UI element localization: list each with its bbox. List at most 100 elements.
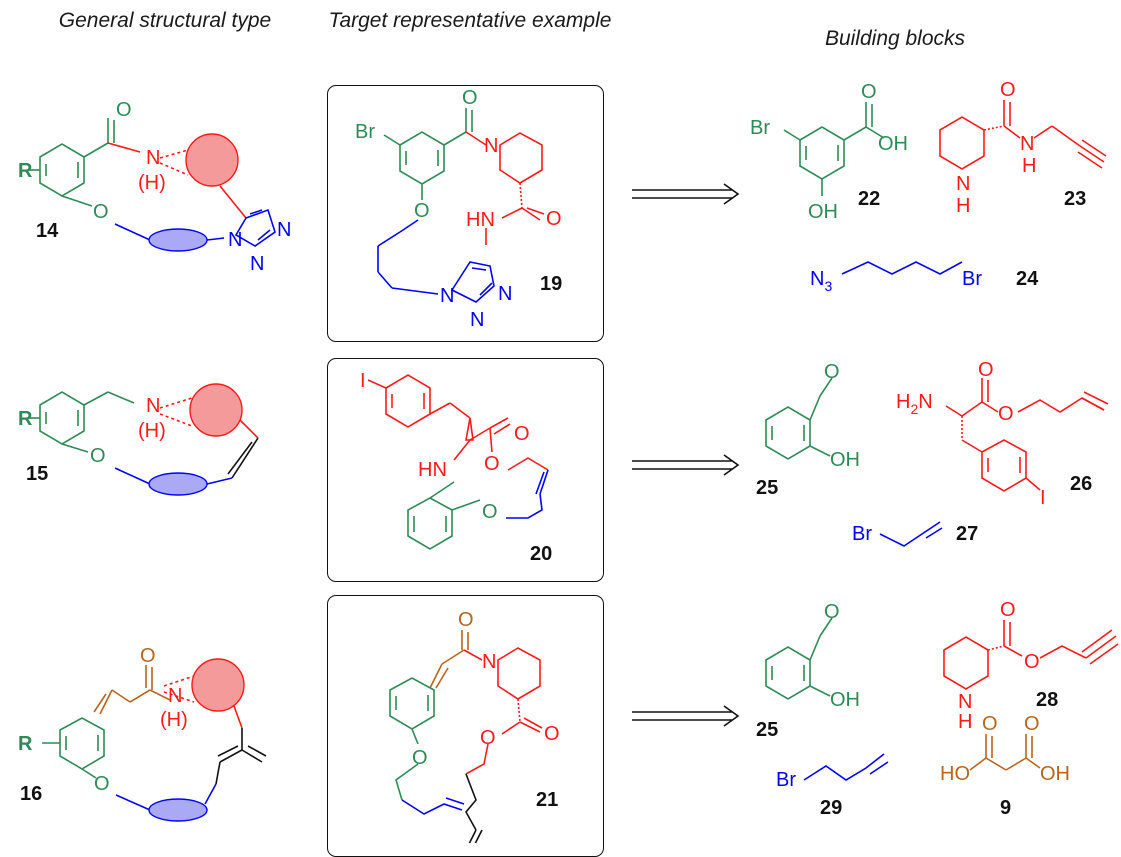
atom-O: O xyxy=(90,445,106,467)
atom-HN: HN xyxy=(466,209,495,231)
atom-OH: OH xyxy=(830,449,860,471)
compound-label-25: 25 xyxy=(756,719,778,741)
compound-label-21: 21 xyxy=(536,789,558,811)
atom-O: O xyxy=(140,645,156,667)
atom-N3: N3 xyxy=(810,268,832,294)
atom-O: O xyxy=(982,713,998,735)
atom-N: N xyxy=(440,285,454,307)
atom-O: O xyxy=(93,201,109,223)
atom-N: N xyxy=(250,253,264,275)
header-general-structural-type: General structural type xyxy=(58,9,272,32)
atom-NH-paren: (H) xyxy=(138,420,166,442)
atom-O: O xyxy=(978,359,994,381)
atom-OH: OH xyxy=(808,201,838,223)
atom-Br: Br xyxy=(852,523,872,545)
atom-O: O xyxy=(94,773,110,795)
general-structure-16: O N (H) R O 16 xyxy=(18,645,267,822)
atom-O: O xyxy=(482,501,498,523)
atom-N: N xyxy=(470,309,484,331)
atom-O: O xyxy=(412,747,428,769)
retrosynthesis-arrow-row1 xyxy=(632,183,740,205)
general-structure-15: R N (H) O 15 xyxy=(18,383,259,496)
target-structure-21: O N O O O 21 xyxy=(389,609,560,843)
building-block-29: Br 29 xyxy=(776,753,889,819)
compound-label-9: 9 xyxy=(1000,797,1011,819)
building-block-23: O N H N H 23 xyxy=(939,79,1107,217)
atom-O: O xyxy=(484,453,500,475)
atom-N: N xyxy=(956,173,970,195)
compound-label-16: 16 xyxy=(20,783,42,805)
header-building-blocks: Building blocks xyxy=(824,27,966,50)
compound-label-19: 19 xyxy=(540,273,562,295)
atom-Br: Br xyxy=(776,769,796,791)
atom-O: O xyxy=(514,423,530,445)
compound-label-14: 14 xyxy=(36,220,59,242)
atom-R: R xyxy=(18,733,33,755)
atom-Br: Br xyxy=(355,121,375,143)
atom-N: N xyxy=(277,219,291,241)
compound-label-22: 22 xyxy=(858,188,880,210)
atom-R: R xyxy=(18,160,33,182)
atom-H: H xyxy=(956,195,970,217)
atom-O: O xyxy=(462,87,478,109)
atom-I: I xyxy=(1040,487,1046,509)
general-structure-14: R O N (H) O N N N 14 xyxy=(18,99,291,275)
compound-label-23: 23 xyxy=(1064,188,1086,210)
compound-label-15: 15 xyxy=(26,463,48,485)
atom-N: N xyxy=(958,691,972,713)
building-block-24: N3 Br 24 xyxy=(810,261,1039,294)
building-block-26: H2N O O I 26 xyxy=(896,359,1109,509)
atom-Br: Br xyxy=(962,268,982,290)
atom-OH: OH xyxy=(1040,763,1070,785)
atom-N: N xyxy=(168,685,182,707)
compound-label-28: 28 xyxy=(1036,689,1058,711)
atom-OH: OH xyxy=(830,689,860,711)
atom-H: H xyxy=(1022,155,1036,177)
header-target-representative-example: Target representative example xyxy=(328,9,612,32)
target-structure-19: Br O N O O HN N N N 19 xyxy=(355,87,562,331)
atom-H: H xyxy=(958,711,972,733)
atom-O: O xyxy=(414,200,430,222)
atom-O: O xyxy=(861,81,877,103)
compound-label-25: 25 xyxy=(756,477,778,499)
atom-O: O xyxy=(544,723,560,745)
atom-O: O xyxy=(458,609,474,631)
atom-N: N xyxy=(482,651,496,673)
compound-label-29: 29 xyxy=(820,797,842,819)
atom-NH-paren: (H) xyxy=(138,172,166,194)
atom-O: O xyxy=(1024,651,1040,673)
building-block-25-row3: O OH 25 xyxy=(756,601,860,741)
atom-HO: HO xyxy=(940,763,970,785)
target-box-row2 xyxy=(327,358,604,582)
atom-O: O xyxy=(480,727,496,749)
atom-R: R xyxy=(18,408,33,430)
atom-NH-paren: (H) xyxy=(160,709,188,731)
retrosynthesis-arrow-row3 xyxy=(632,705,740,727)
atom-OH: OH xyxy=(878,133,908,155)
atom-N: N xyxy=(146,147,160,169)
atom-Br: Br xyxy=(750,117,770,139)
atom-O: O xyxy=(998,403,1014,425)
atom-O: O xyxy=(1000,599,1016,621)
atom-I: I xyxy=(360,370,366,392)
building-block-28: O O N H 28 xyxy=(943,599,1119,733)
atom-O: O xyxy=(824,601,840,623)
building-block-9: HO O O OH 9 xyxy=(940,713,1070,819)
atom-O: O xyxy=(1000,79,1016,101)
atom-O: O xyxy=(824,361,840,383)
atom-O: O xyxy=(546,208,562,230)
compound-label-27: 27 xyxy=(956,523,978,545)
building-block-27: Br 27 xyxy=(852,521,978,547)
atom-N: N xyxy=(146,395,160,417)
compound-label-20: 20 xyxy=(530,543,552,565)
retrosynthesis-arrow-row2 xyxy=(632,454,740,476)
atom-N: N xyxy=(484,135,498,157)
building-block-22: Br O OH OH 22 xyxy=(750,81,908,223)
atom-N: N xyxy=(498,283,512,305)
atom-H2N: H2N xyxy=(896,391,933,417)
building-block-25-row2: O OH 25 xyxy=(756,361,860,499)
atom-N: N xyxy=(1020,133,1034,155)
atom-O: O xyxy=(1024,713,1040,735)
atom-HN: HN xyxy=(418,459,447,481)
